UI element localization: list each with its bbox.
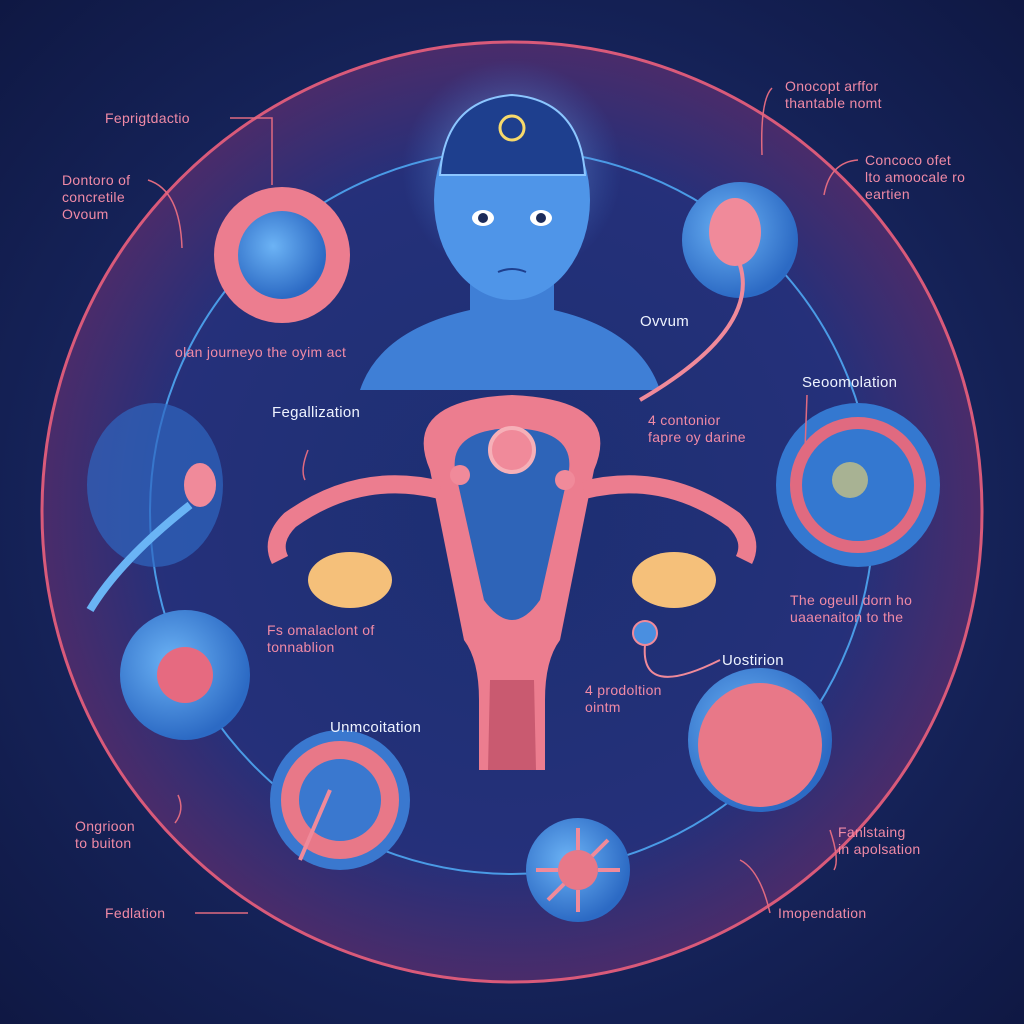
label-concoco: Concoco ofet lto amoocale ro eartien: [865, 152, 965, 203]
label-feprigtdactio: Feprigtdactio: [105, 110, 190, 126]
label-line: concretile: [62, 189, 125, 205]
label-line: lto amoocale ro: [865, 169, 966, 185]
label-onocopt: Onocopt arffor thantable nomt: [785, 78, 882, 112]
label-line: eartien: [865, 186, 910, 202]
label-line: 4 prodoltion: [585, 682, 662, 698]
label-dontoro: Dontoro of concretile Ovoum: [62, 172, 130, 223]
cell-right: [776, 403, 940, 567]
cell-bottom-left: [270, 730, 410, 870]
label-fegallization: Fegallization: [272, 404, 361, 421]
cell-top-left: [214, 187, 350, 323]
label-imopendation: Imopendation: [778, 905, 867, 921]
label-contonior: 4 contonior fapre oy darine: [648, 412, 746, 446]
label-line: Onocopt arffor: [785, 78, 879, 94]
small-egg: [632, 620, 721, 678]
label-line: The ogeull dorn ho: [790, 592, 913, 608]
label-line: in apolsation: [838, 841, 921, 857]
label-line: Ovoum: [62, 206, 109, 222]
pointer-lines: [147, 87, 859, 914]
label-line: 4 contonior: [648, 412, 721, 428]
label-unmcoitation: Unmcoitation: [330, 719, 422, 736]
label-omalaclont: Fs omalaclont of tonnablion: [267, 622, 375, 656]
label-line: tonnablion: [267, 639, 335, 655]
label-fedlation: Fedlation: [105, 905, 166, 921]
cell-top-right: [638, 182, 798, 402]
label-fanlstaing: Fanlstaing in apolsation: [838, 824, 921, 858]
label-prodoltion: 4 prodoltion ointm: [585, 682, 662, 716]
label-ongrioon: Ongrioon to buiton: [75, 818, 135, 852]
cell-left: [86, 403, 223, 613]
label-line: uaaenaiton to the: [790, 609, 904, 625]
label-line: Ongrioon: [75, 818, 135, 834]
label-line: fapre oy darine: [648, 429, 746, 445]
cell-bottom: [526, 818, 630, 922]
label-seoomolation: Seoomolation: [802, 374, 898, 391]
label-line: thantable nomt: [785, 95, 882, 111]
label-journey: olan journeyo the oyim act: [175, 344, 347, 360]
label-uostirion: Uostirion: [722, 652, 784, 669]
label-line: Concoco ofet: [865, 152, 952, 168]
label-line: Fanlstaing: [838, 824, 906, 840]
label-line: ointm: [585, 699, 621, 715]
label-line: Fs omalaclont of: [267, 622, 375, 638]
cell-lower-left: [120, 610, 250, 740]
label-ovum: Ovvum: [640, 313, 690, 330]
label-line: to buiton: [75, 835, 132, 851]
label-line: Dontoro of: [62, 172, 131, 188]
human-figure: [360, 60, 660, 390]
label-ogeull: The ogeull dorn ho uaaenaiton to the: [790, 592, 912, 626]
cell-lower-right: [688, 668, 832, 812]
uterus-diagram: [267, 395, 757, 770]
